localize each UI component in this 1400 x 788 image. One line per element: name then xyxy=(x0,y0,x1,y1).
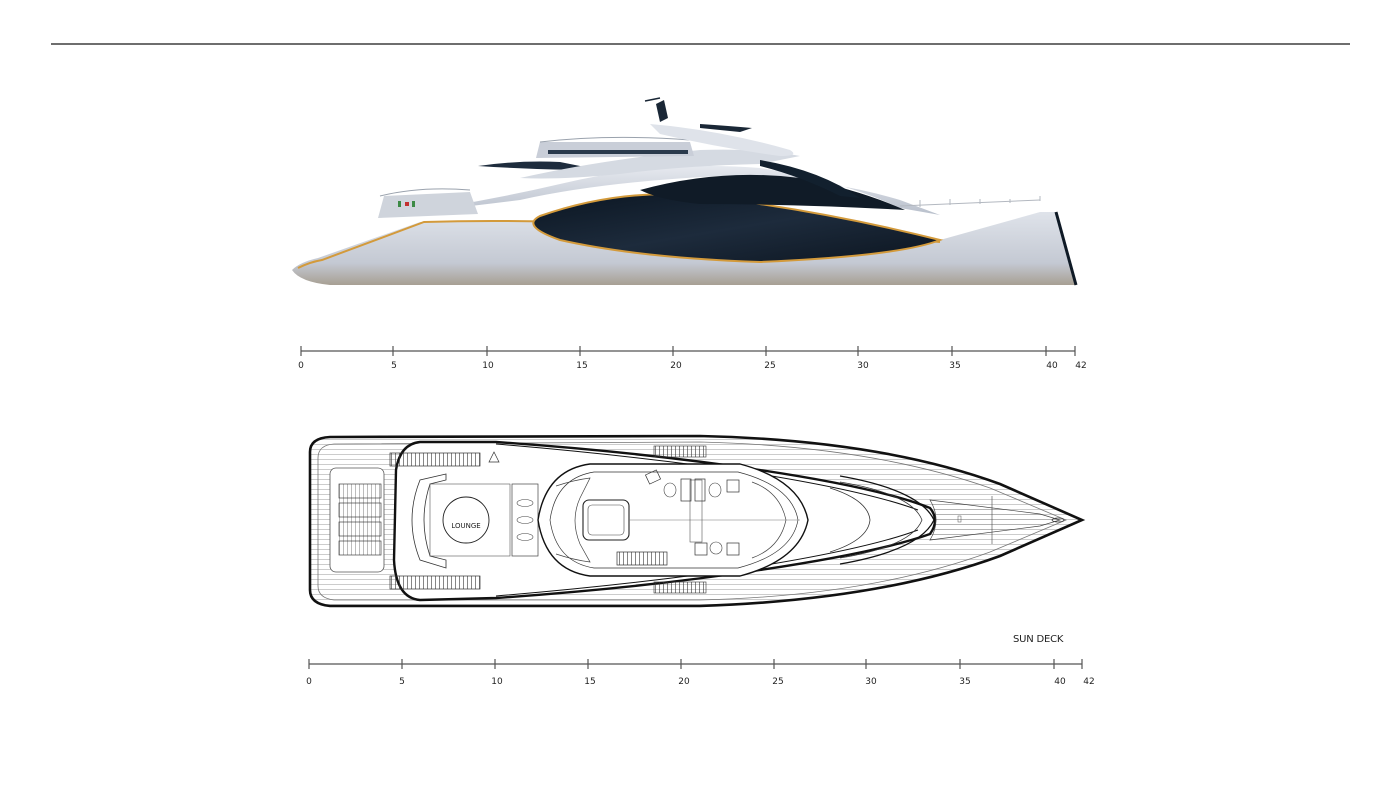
side-scale-tick-label: 15 xyxy=(576,361,588,371)
side-scale-tick-label: 10 xyxy=(482,361,494,371)
side-scale-tick-label: 42 xyxy=(1075,361,1087,371)
header-divider-rule xyxy=(51,43,1350,45)
side-scale-tick-label: 20 xyxy=(670,361,682,371)
plan-scale-tick-label: 10 xyxy=(491,677,503,687)
plan-scale-tick-label: 30 xyxy=(865,677,877,687)
plan-scale-tick-label: 15 xyxy=(584,677,596,687)
lounge-label: LOUNGE xyxy=(451,522,481,530)
side-scale-tick-label: 40 xyxy=(1046,361,1058,371)
side-scale-tick-label: 5 xyxy=(391,361,397,371)
plan-scale-tick-label: 20 xyxy=(678,677,690,687)
sun-deck-plan xyxy=(308,434,1086,608)
side-scale-tick-label: 0 xyxy=(298,361,304,371)
yacht-side-elevation xyxy=(292,97,1078,286)
plan-scale-bar xyxy=(308,659,1083,669)
side-scale-tick-label: 30 xyxy=(857,361,869,371)
side-scale-tick-label: 35 xyxy=(949,361,961,371)
side-scale-bar xyxy=(300,346,1076,356)
plan-scale-tick-label: 40 xyxy=(1054,677,1066,687)
deck-title: SUN DECK xyxy=(1013,634,1064,645)
plan-scale-tick-label: 5 xyxy=(399,677,405,687)
plan-scale-tick-label: 42 xyxy=(1083,677,1095,687)
plan-scale-tick-label: 25 xyxy=(772,677,784,687)
plan-scale-tick-label: 35 xyxy=(959,677,971,687)
side-scale-tick-label: 25 xyxy=(764,361,776,371)
plan-scale-tick-label: 0 xyxy=(306,677,312,687)
